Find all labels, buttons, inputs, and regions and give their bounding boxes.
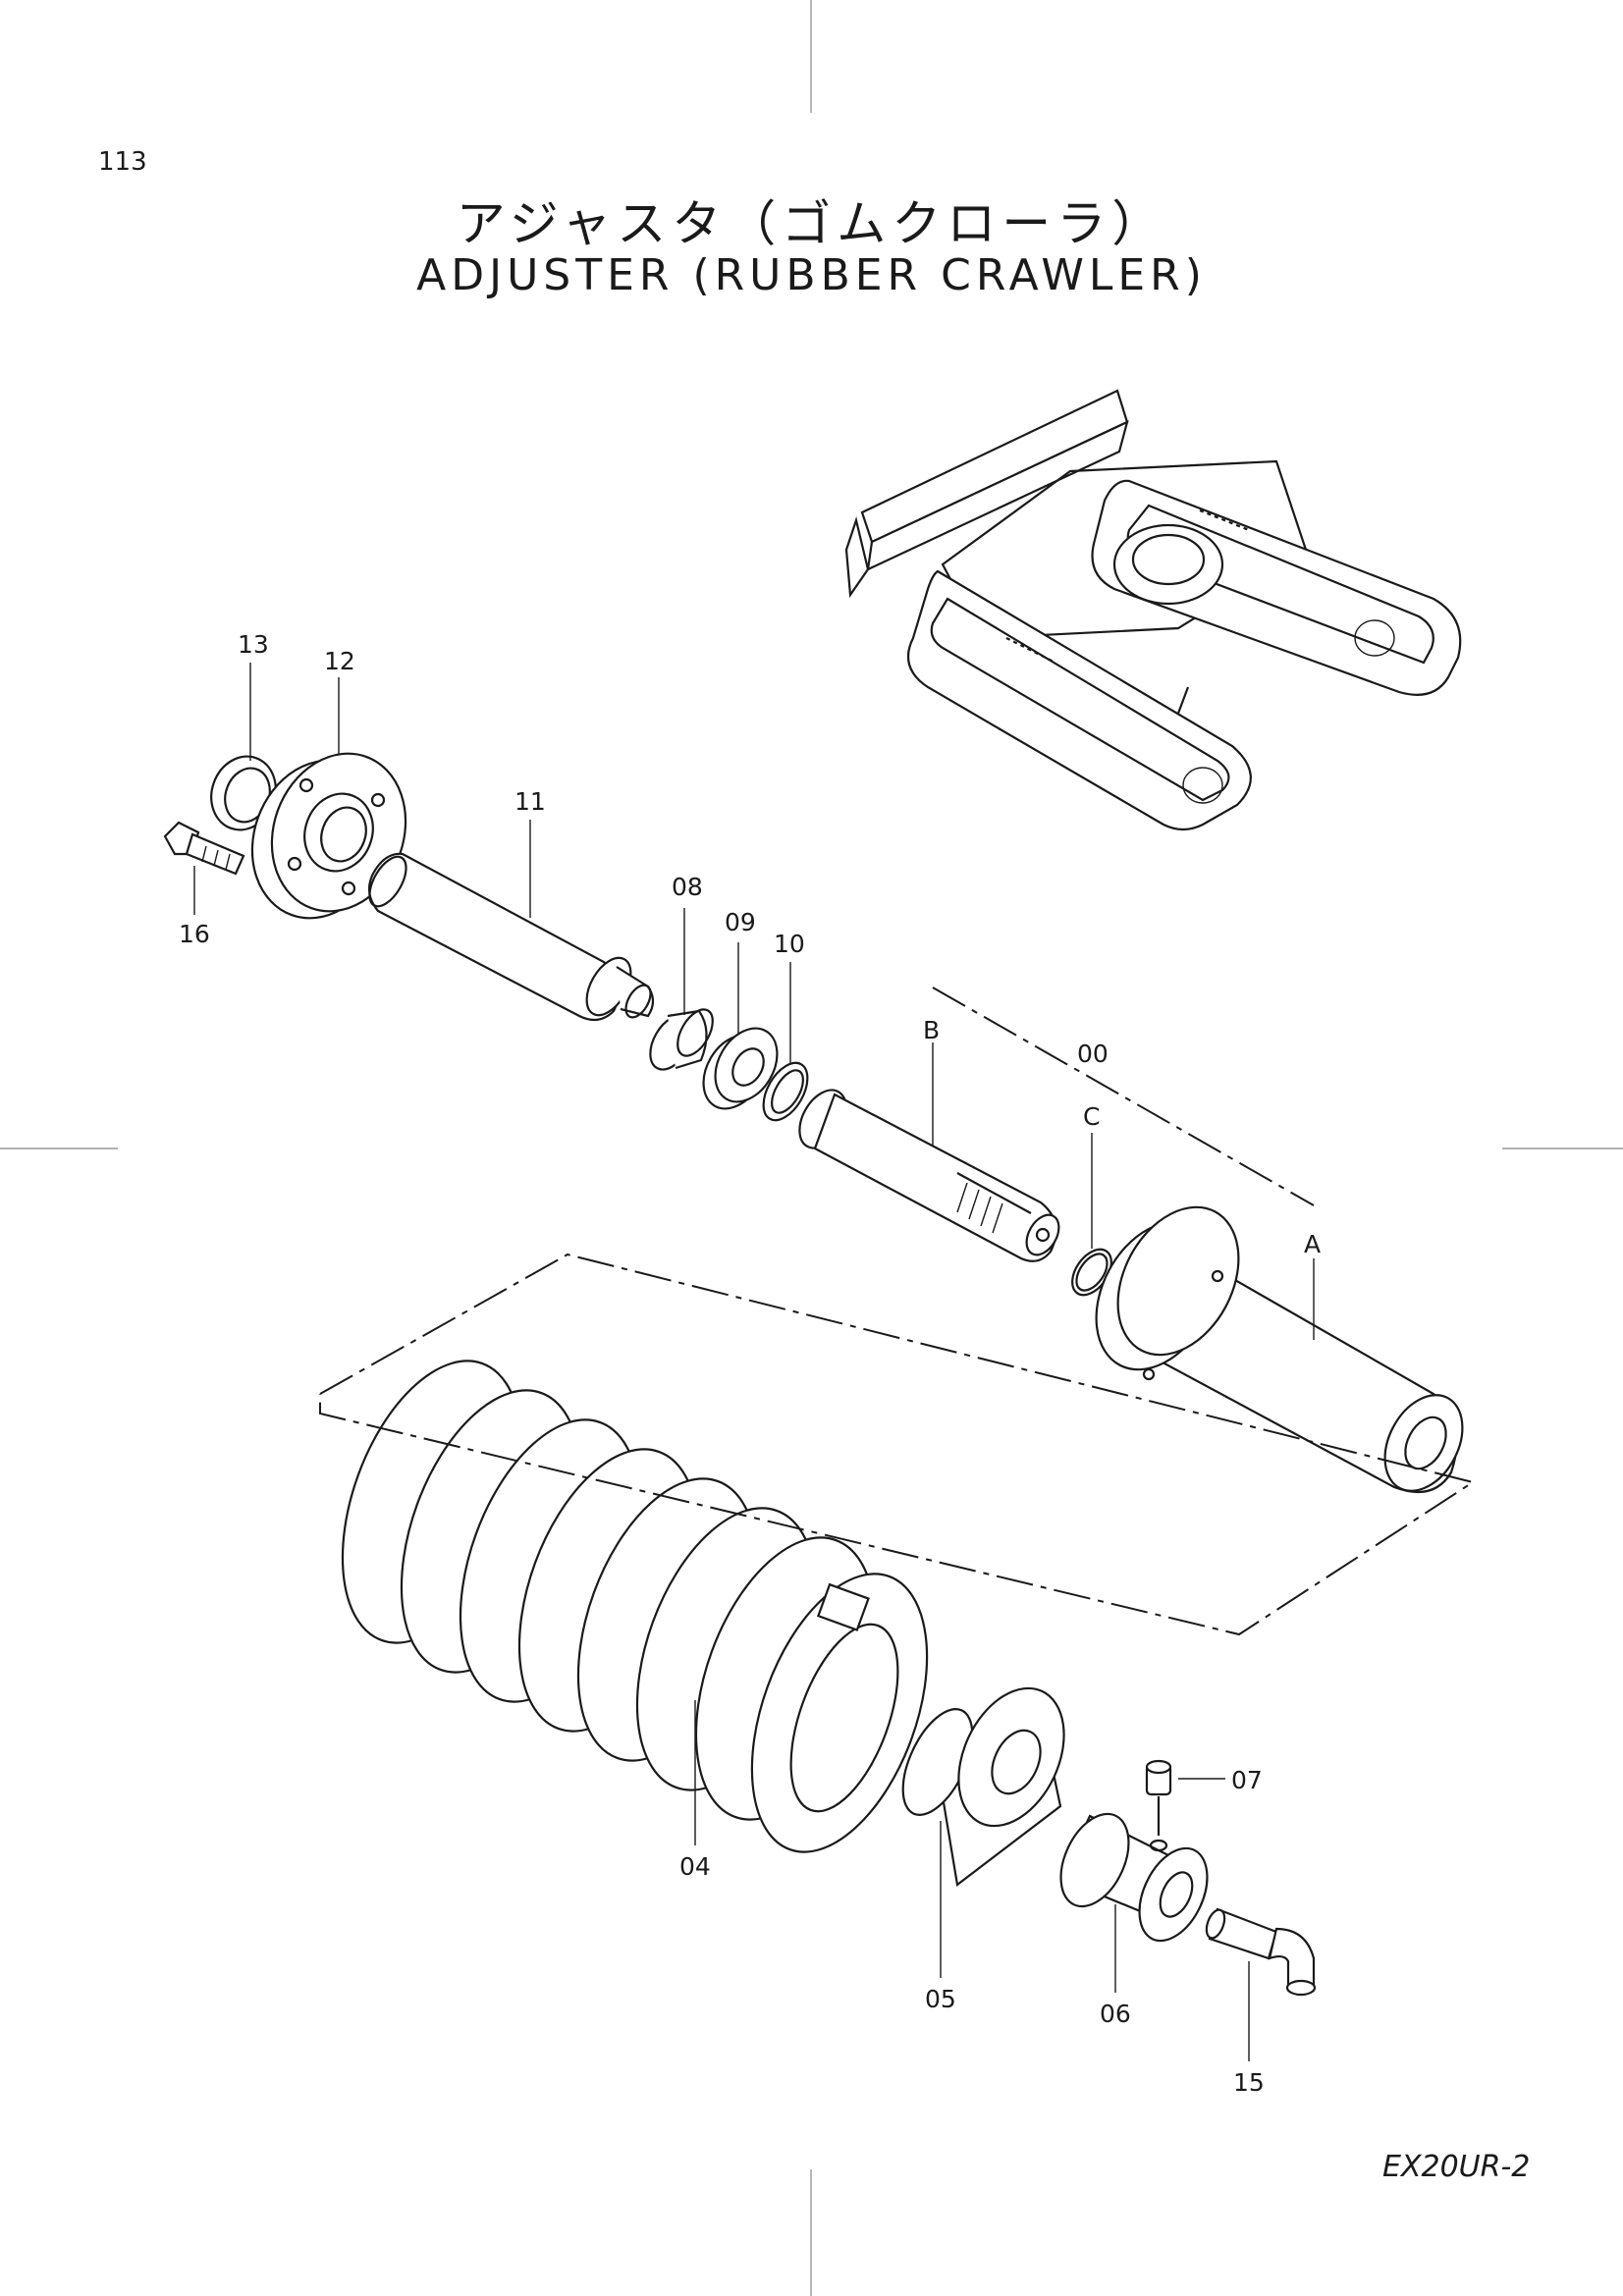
adjuster-spring-highlight-lower [1005,637,1056,664]
label-13: 13 [238,630,269,659]
label-05: 05 [925,1985,956,2013]
part-15-grease-fitting [1205,1907,1317,1997]
part-11-rod [367,852,655,1022]
label-06: 06 [1100,2000,1131,2028]
label-C: C [1083,1102,1100,1131]
label-10: 10 [774,930,805,958]
part-A-cylinder [1095,1205,1464,1494]
adjuster-spring-highlight-upper [1199,508,1250,532]
title-english: ADJUSTER (RUBBER CRAWLER) [416,250,1207,300]
title-japanese: アジャスタ（ゴムクローラ） [456,195,1167,252]
label-15: 15 [1233,2068,1265,2097]
part-06-body [1059,1812,1209,1943]
part-09-bearing [702,1027,779,1110]
part-07-plug [1145,1759,1172,1836]
page-number: 113 [98,147,147,177]
label-08: 08 [672,873,703,901]
label-12: 12 [324,647,355,675]
part-16-bolt [163,821,245,876]
label-B: B [923,1016,940,1044]
label-00: 00 [1077,1040,1109,1068]
label-11: 11 [514,787,546,816]
part-12-flange [250,752,407,920]
model-code: EX20UR-2 [1382,2150,1531,2184]
label-A: A [1304,1230,1321,1258]
part-B-piston [798,1089,1060,1262]
part-08-bushing [649,1008,714,1071]
label-04: 04 [679,1852,711,1881]
leader-lines [193,663,1315,2061]
part-10-snap-ring [762,1061,809,1122]
undercarriage-overview [844,389,1462,831]
assembly-frames [319,987,1476,1636]
label-07: 07 [1231,1766,1263,1794]
part-04-spring [341,1360,929,1853]
label-09: 09 [725,908,756,936]
part-05-spring-seat [901,1686,1065,1887]
label-16: 16 [179,920,210,948]
